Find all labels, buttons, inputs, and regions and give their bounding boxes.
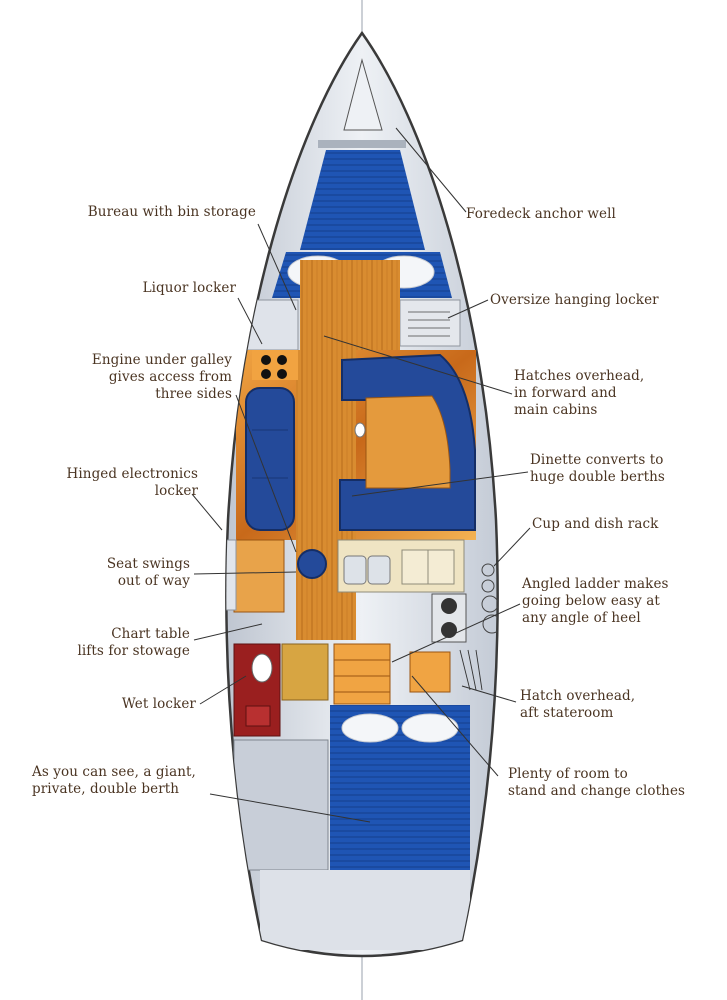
galley-sink-right <box>367 555 391 585</box>
callout-wet-locker: Wet locker <box>121 696 196 712</box>
callout-seat: Seat swings out of way <box>106 556 190 589</box>
port-settee <box>245 387 295 531</box>
aft-pillow-right <box>401 713 459 743</box>
callout-foredeck: Foredeck anchor well <box>466 206 616 222</box>
callout-standing-room: Plenty of room to stand and change cloth… <box>508 766 686 799</box>
callout-aft-berth: As you can see, a giant, private, double… <box>32 764 196 797</box>
head-compartment <box>281 643 329 701</box>
chart-table <box>233 539 285 613</box>
hanging-locker <box>399 299 461 347</box>
aft-storage <box>233 739 329 871</box>
nav-seat <box>297 549 327 579</box>
dinette-table <box>365 395 451 489</box>
callout-liquor: Liquor locker <box>142 280 236 296</box>
callout-ladder: Angled ladder makes going below easy at … <box>522 576 669 626</box>
cabin-sole-forward <box>300 260 400 350</box>
aft-pillow-left <box>341 713 399 743</box>
forward-berth <box>300 150 425 250</box>
bureau-locker <box>237 299 299 351</box>
callout-chart-table: Chart table lifts for stowage <box>77 626 190 659</box>
electronics-locker <box>226 539 237 611</box>
callout-cup-rack: Cup and dish rack <box>532 516 659 532</box>
callout-hanging-locker: Oversize hanging locker <box>490 292 659 308</box>
callout-engine: Engine under galley gives access from th… <box>91 352 232 402</box>
liquor-locker <box>252 350 298 380</box>
leader-lines <box>191 127 531 823</box>
callout-bureau: Bureau with bin storage <box>87 204 256 220</box>
companionway-ladder <box>333 643 391 705</box>
callout-hatch-aft: Hatch overhead, aft stateroom <box>520 688 636 721</box>
aft-hatch <box>409 651 451 693</box>
galley-sink-left <box>343 555 367 585</box>
anchor-well <box>343 58 383 131</box>
cup-dish-rack <box>481 563 498 634</box>
callout-dinette: Dinette converts to huge double berths <box>530 452 665 485</box>
aft-double-berth <box>330 705 470 870</box>
callout-electronics: Hinged electronics locker <box>66 466 198 499</box>
hatch-main <box>354 422 366 438</box>
transom-deck <box>260 870 470 950</box>
callout-hatches: Hatches overhead, in forward and main ca… <box>514 368 645 418</box>
